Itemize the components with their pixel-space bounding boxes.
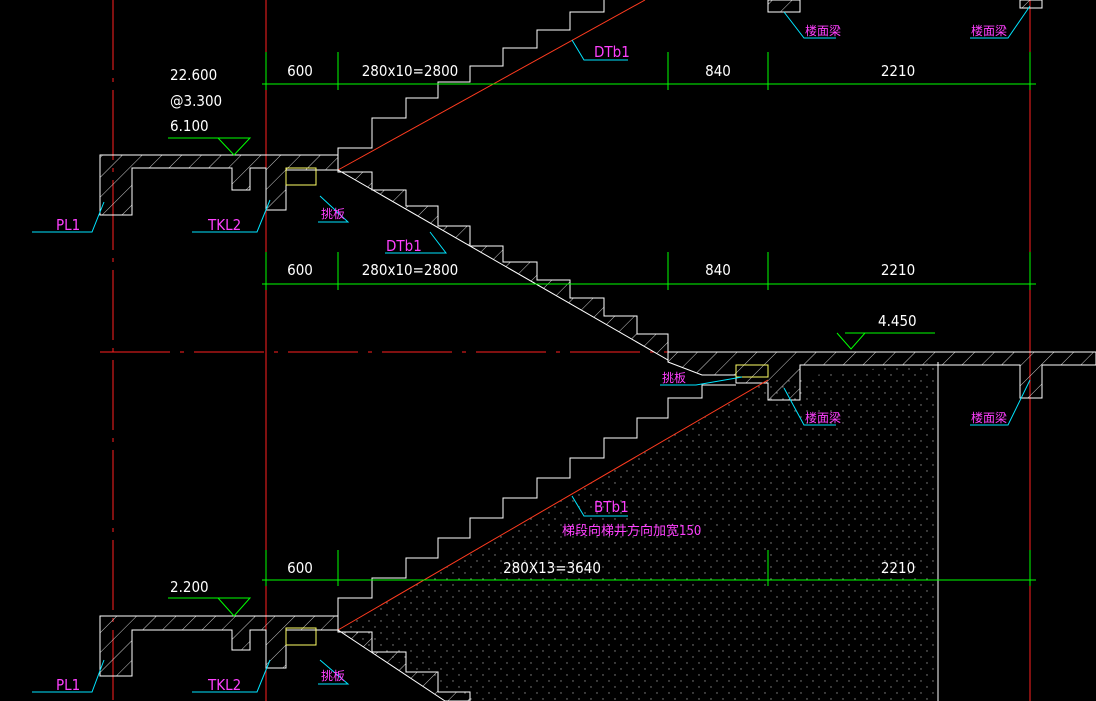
label-beam-mid-a: 楼面梁: [805, 410, 841, 425]
label-tiaoban-mid: 挑板: [662, 371, 686, 385]
label-tkl2-upper: TKL2: [207, 216, 241, 234]
elev-marker-landing: [836, 332, 935, 350]
dim-bot-run: 280X13=3640: [503, 559, 601, 577]
lower-landing-slab: [99, 615, 339, 677]
middle-landing: [667, 351, 1096, 401]
label-btb1-note: 梯段向梯井方向加宽150: [562, 523, 701, 539]
dim-bot-600: 600: [287, 559, 313, 577]
elev-lower: 2.200: [170, 578, 209, 596]
leader-lines: [32, 5, 1031, 693]
middle-flight-body: [337, 169, 669, 361]
elev-landing: 4.450: [878, 312, 917, 330]
top-beam-a: [767, 0, 801, 13]
lower-flight-steps: [337, 384, 736, 630]
lower-landing: [99, 615, 471, 701]
dim-mid-2210: 2210: [881, 261, 915, 279]
dim-top-840: 840: [705, 62, 731, 80]
label-beam-mid-b: 楼面梁: [971, 410, 1007, 425]
middle-ledge: [735, 364, 769, 378]
elevation-symbols: [168, 137, 935, 617]
lower-flight-slope: [337, 379, 769, 631]
elev-upper-line2: @3.300: [170, 92, 222, 110]
label-beam-top-b: 楼面梁: [971, 23, 1007, 38]
dim-mid-840: 840: [705, 261, 731, 279]
dim-mid-run: 280x10=2800: [362, 261, 459, 279]
elev-upper-line3: 6.100: [170, 117, 209, 135]
upper-landing: [99, 154, 339, 216]
dim-top-2210: 2210: [881, 62, 915, 80]
dim-mid-600: 600: [287, 261, 313, 279]
label-btb1: BTb1: [594, 498, 629, 516]
dimension-texts: 600 280x10=2800 840 2210 600 280x10=2800…: [287, 62, 915, 577]
top-beam-b: [1019, 0, 1043, 9]
label-beam-top-a: 楼面梁: [805, 23, 841, 38]
member-labels: PL1 TKL2 挑板 DTb1 DTb1 挑板 楼面梁 楼面梁 楼面梁 楼面梁…: [56, 23, 1007, 694]
label-tiaoban-upper: 挑板: [321, 207, 345, 221]
lower-flight-body: [337, 629, 471, 701]
upper-flight-slope: [337, 0, 646, 171]
lower-flight: [337, 384, 736, 630]
dim-top-run: 280x10=2800: [362, 62, 459, 80]
label-tiaoban-lower: 挑板: [321, 669, 345, 683]
upper-landing-slab: [99, 154, 339, 216]
upper-flight: [337, 0, 605, 170]
elev-marker-lower: [168, 597, 252, 617]
dimension-lines: [262, 52, 1036, 586]
label-tkl2-lower: TKL2: [207, 676, 241, 694]
middle-landing-slab: [667, 351, 1096, 401]
upper-ledge: [285, 167, 317, 186]
stair-well-fill: [338, 362, 938, 701]
dim-top-600: 600: [287, 62, 313, 80]
top-beams: [767, 0, 1043, 13]
elevation-texts: 22.600 @3.300 6.100 4.450 2.200: [170, 66, 917, 596]
elev-upper-line1: 22.600: [170, 66, 217, 84]
label-dtb1-mid: DTb1: [386, 237, 422, 255]
elev-marker-upper: [168, 137, 252, 156]
label-pl1-lower: PL1: [56, 676, 80, 694]
label-pl1-upper: PL1: [56, 216, 80, 234]
dim-bot-2210: 2210: [881, 559, 915, 577]
middle-flight: [337, 169, 669, 361]
label-dtb1-top: DTb1: [594, 43, 630, 61]
lower-ledge: [285, 627, 317, 646]
upper-flight-steps: [337, 0, 605, 170]
